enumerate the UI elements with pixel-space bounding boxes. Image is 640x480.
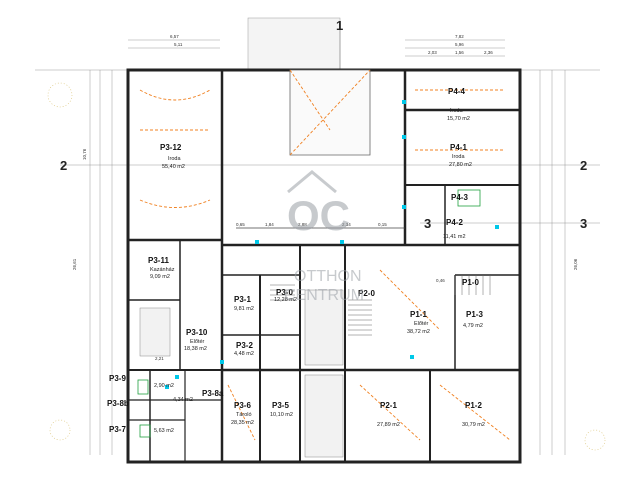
dim-mid-e: 0,15 xyxy=(378,222,387,227)
room-P4-3-id: P4-3 xyxy=(451,193,468,202)
section-marks: 2 2 3 3 1 xyxy=(60,18,587,231)
room-P1-3-id: P1-3 xyxy=(466,310,483,319)
stair-hatch xyxy=(139,275,491,458)
room-P3-10-name: Előtér xyxy=(190,339,205,345)
watermark-logo: OC xyxy=(287,192,350,239)
room-P3-12-area: 55,40 m2 xyxy=(162,164,185,170)
room-P4-2-area: 11,41 m2 xyxy=(443,234,466,240)
dim-left-b: 26,61 xyxy=(72,258,77,270)
dim-top-right-c: 2,03 xyxy=(428,50,437,55)
room-P3-7-area: 5,63 m2 xyxy=(154,428,174,434)
room-P4-1-area: 27,80 m2 xyxy=(449,162,472,168)
dim-right-a: 26,06 xyxy=(573,258,578,270)
room-P1-1-id: P1-1 xyxy=(410,310,427,319)
room-P4-1-id: P4-1 xyxy=(450,143,467,152)
room-P1-0-id: P1-0 xyxy=(462,278,479,287)
room-P3-1-area: 9,81 m2 xyxy=(234,306,254,312)
stair-diagonal-b xyxy=(289,69,331,131)
watermark-line1: OTTHON xyxy=(294,268,362,285)
room-P4-4-name: Iroda xyxy=(450,108,463,114)
room-P3-5-area: 10,10 m2 xyxy=(270,412,293,418)
dim-small-a: 2,21 xyxy=(155,356,164,361)
room-labels: P4-4 Iroda 15,70 m2 P4-1 Iroda 27,80 m2 … xyxy=(107,87,485,434)
section-mark-left-2: 2 xyxy=(60,158,67,173)
room-P4-1-name: Iroda xyxy=(452,154,465,160)
dim-mid-b: 2,88 xyxy=(298,222,307,227)
room-P3-10-area: 18,38 m2 xyxy=(184,346,207,352)
section-mark-right-2: 2 xyxy=(580,158,587,173)
dimension-text: 6,57 5,11 7,82 5,96 2,03 1,56 2,36 1,84 … xyxy=(72,34,578,361)
room-P3-8a-area: 4,34 m2 xyxy=(173,397,193,403)
room-P3-9-area: 2,90 m2 xyxy=(154,383,174,389)
room-P4-2-id: P4-2 xyxy=(446,218,463,227)
dimension-lines xyxy=(35,39,600,455)
section-mark-mid-3: 3 xyxy=(424,216,431,231)
landscape-marks xyxy=(47,82,606,451)
dim-top-right-a: 7,82 xyxy=(455,34,464,39)
room-P3-6-area: 28,35 m2 xyxy=(231,420,254,426)
room-P2-0-id: P2-0 xyxy=(358,289,375,298)
room-P3-6-id: P3-6 xyxy=(234,401,251,410)
room-P3-12-name: Iroda xyxy=(168,156,181,162)
room-P3-1-id: P3-1 xyxy=(234,295,251,304)
interior-walls xyxy=(128,70,520,462)
stair-diagonal-a xyxy=(289,69,371,156)
room-P3-2-id: P3-2 xyxy=(236,341,253,350)
room-P3-8b-id: P3-8b xyxy=(107,399,129,408)
room-P3-10-id: P3-10 xyxy=(186,328,208,337)
room-P3-5-id: P3-5 xyxy=(272,401,289,410)
dim-top-left-a: 6,57 xyxy=(170,34,179,39)
watermark: OC OTTHON CENTRUM xyxy=(284,170,364,304)
section-mark-top-1: 1 xyxy=(336,18,343,33)
room-P3-0-id: P3-0 xyxy=(276,288,293,297)
room-P3-11-id: P3-11 xyxy=(148,256,169,265)
dim-top-right-b: 5,96 xyxy=(455,42,464,47)
room-P1-1-area: 38,72 m2 xyxy=(407,329,430,335)
dim-mid-d: 0,65 xyxy=(236,222,245,227)
room-P4-4-area: 15,70 m2 xyxy=(447,116,470,122)
room-P4-4-id: P4-4 xyxy=(448,87,465,96)
room-P3-6-name: Tároló xyxy=(236,412,252,418)
dim-top-left-b: 5,11 xyxy=(174,42,183,47)
section-mark-right-3: 3 xyxy=(580,216,587,231)
room-P3-12-id: P3-12 xyxy=(160,143,182,152)
watermark-line2: CENTRUM xyxy=(284,287,364,304)
room-P2-1-id: P2-1 xyxy=(380,401,397,410)
dim-small-b: 0,46 xyxy=(436,278,445,283)
fixtures xyxy=(137,100,499,438)
room-P1-2-id: P1-2 xyxy=(465,401,482,410)
electrical-lines xyxy=(139,89,511,441)
room-P3-9-id: P3-9 xyxy=(109,374,126,383)
room-P3-2-area: 4,48 m2 xyxy=(234,351,254,357)
room-P2-1-area: 27,89 m2 xyxy=(377,422,400,428)
room-P1-2-area: 30,79 m2 xyxy=(462,422,485,428)
courtyard-top xyxy=(247,17,341,71)
room-P3-0-area: 12,28 m2 xyxy=(274,297,297,303)
room-P3-8a-id: P3-8a xyxy=(202,389,224,398)
dim-left-a: 10,76 xyxy=(82,148,87,160)
dim-top-right-e: 2,36 xyxy=(484,50,493,55)
room-P3-11-area: 9,09 m2 xyxy=(150,274,170,280)
room-P3-7-id: P3-7 xyxy=(109,425,126,434)
room-P1-3-area: 4,79 m2 xyxy=(463,323,483,329)
dim-top-right-d: 1,56 xyxy=(455,50,464,55)
room-P1-1-name: Előtér xyxy=(414,321,429,327)
dim-mid-a: 1,84 xyxy=(265,222,274,227)
dim-mid-c: 2,34 xyxy=(342,222,351,227)
room-P3-11-name: Kazánház xyxy=(150,267,175,273)
